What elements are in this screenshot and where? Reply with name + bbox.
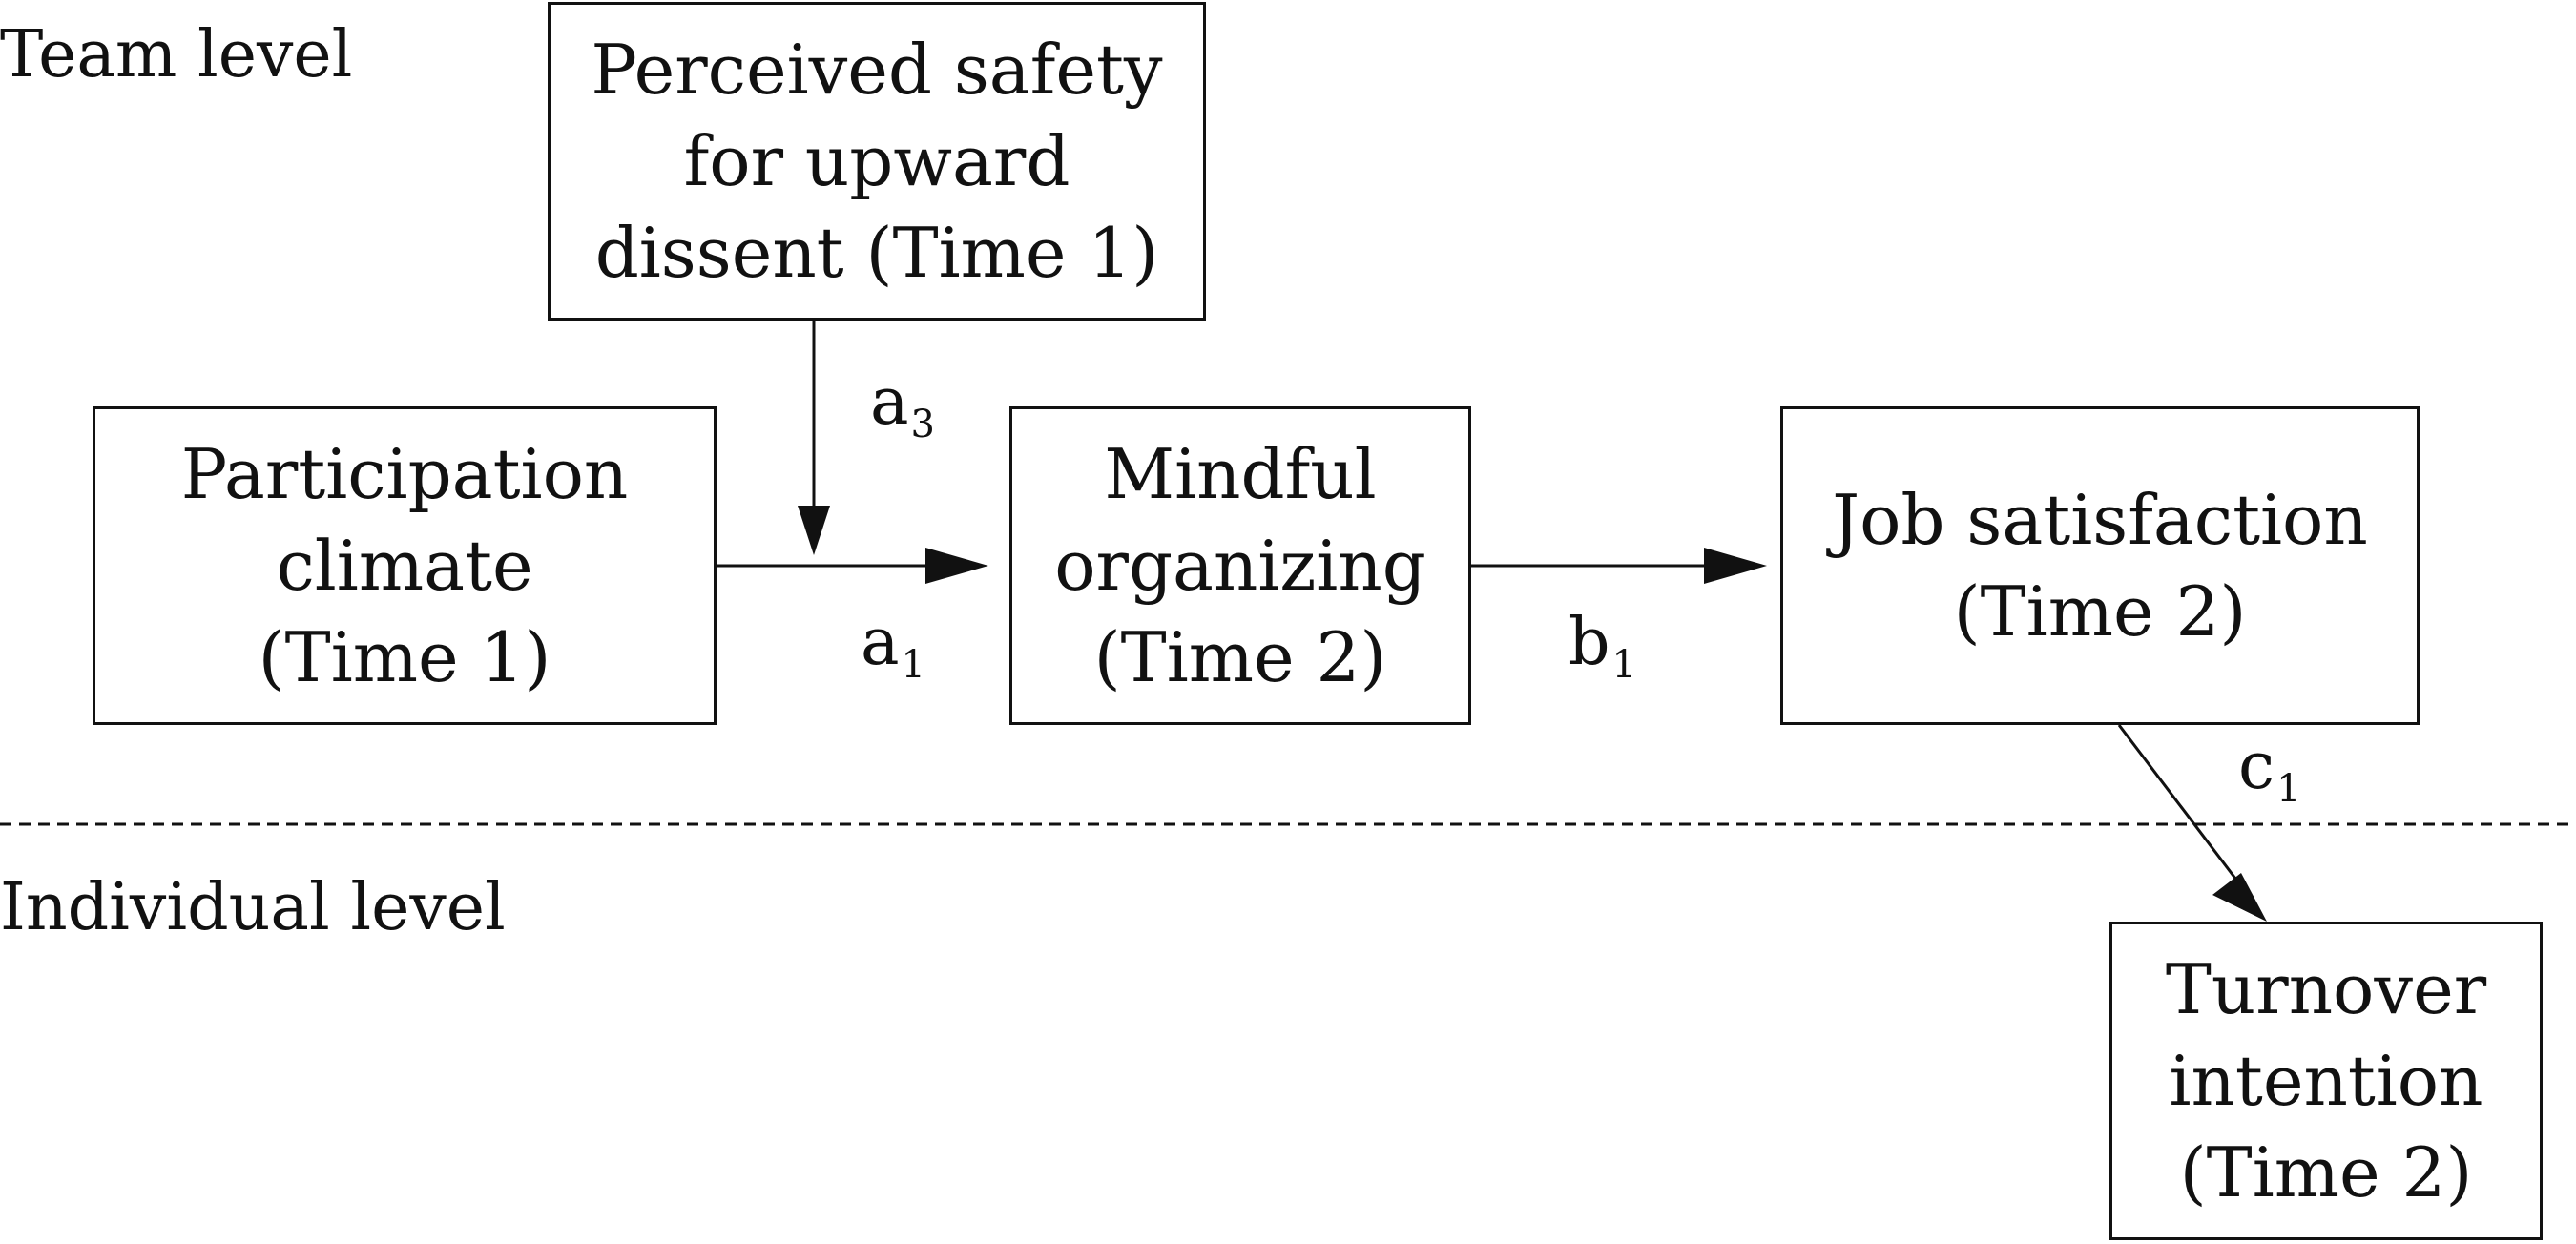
path-label-b1: b1 bbox=[1568, 611, 1636, 687]
team-level-label: Team level bbox=[0, 17, 353, 93]
box-line: Job satisfaction bbox=[1832, 480, 2368, 560]
individual-level-label: Individual level bbox=[0, 870, 506, 945]
participation-climate-box: Participation climate (Time 1) bbox=[93, 406, 717, 725]
box-line: (Time 1) bbox=[258, 617, 551, 697]
path-letter: b bbox=[1568, 605, 1610, 680]
path-letter: a bbox=[861, 605, 900, 680]
box-line: intention bbox=[2169, 1041, 2483, 1121]
arrowhead-c1 bbox=[2212, 873, 2267, 922]
path-letter: a bbox=[870, 364, 909, 440]
path-subscript: 1 bbox=[1611, 643, 1636, 687]
box-line: Turnover bbox=[2165, 949, 2487, 1029]
box-line: climate bbox=[276, 526, 533, 606]
arrowhead-a3 bbox=[798, 506, 830, 555]
box-line: organizing bbox=[1054, 526, 1426, 606]
perceived-safety-box: Perceived safety for upward dissent (Tim… bbox=[548, 2, 1206, 321]
path-label-a1: a1 bbox=[861, 611, 925, 687]
arrow-c1 bbox=[2117, 724, 2244, 888]
box-line: Mindful bbox=[1104, 434, 1377, 514]
box-line: dissent (Time 1) bbox=[594, 213, 1159, 293]
box-line: Participation bbox=[180, 434, 629, 514]
path-letter: c bbox=[2238, 729, 2275, 804]
box-line: (Time 2) bbox=[1093, 617, 1387, 697]
arrowhead-a1 bbox=[925, 548, 988, 584]
box-line: for upward bbox=[683, 121, 1070, 201]
path-subscript: 1 bbox=[2276, 767, 2301, 811]
path-label-a3: a3 bbox=[870, 370, 935, 446]
path-subscript: 1 bbox=[901, 643, 925, 687]
box-line: (Time 2) bbox=[2179, 1132, 2473, 1213]
path-subscript: 3 bbox=[910, 403, 935, 446]
mindful-organizing-box: Mindful organizing (Time 2) bbox=[1009, 406, 1471, 725]
path-label-c1: c1 bbox=[2238, 735, 2301, 811]
turnover-intention-box: Turnover intention (Time 2) bbox=[2109, 922, 2543, 1240]
job-satisfaction-box: Job satisfaction (Time 2) bbox=[1780, 406, 2420, 725]
arrowhead-b1 bbox=[1704, 548, 1767, 584]
box-line: (Time 2) bbox=[1953, 571, 2247, 652]
box-line: Perceived safety bbox=[591, 30, 1163, 110]
